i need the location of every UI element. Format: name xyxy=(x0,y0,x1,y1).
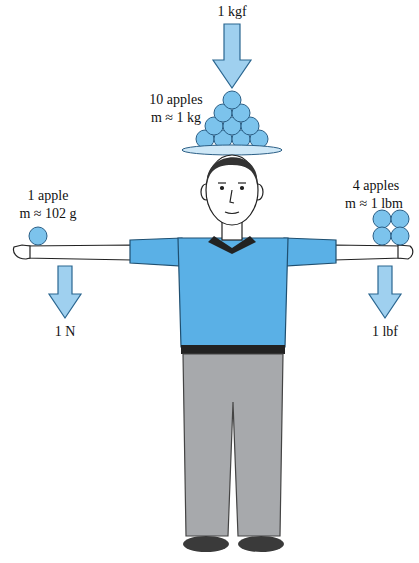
right-sleeve xyxy=(284,238,336,266)
left-arm xyxy=(24,245,132,260)
label: 1 lbf xyxy=(372,324,398,340)
shoe xyxy=(238,536,284,552)
plate xyxy=(182,145,282,155)
left-hand xyxy=(14,245,31,259)
pants xyxy=(183,354,283,536)
force-arrow xyxy=(369,266,401,318)
right-hand xyxy=(398,245,413,259)
hair xyxy=(207,157,257,185)
label: 1 kgf xyxy=(217,4,246,20)
apple-pyramid xyxy=(196,91,268,148)
hand-apples xyxy=(29,210,409,245)
label: 4 apples xyxy=(353,178,399,194)
label: m ≈ 1 lbm xyxy=(345,196,403,212)
label: 10 apples xyxy=(149,92,202,108)
head xyxy=(206,155,258,225)
face xyxy=(218,183,246,214)
label: 1 N xyxy=(55,324,76,340)
collar xyxy=(208,236,256,254)
left-sleeve xyxy=(130,238,182,266)
label: m ≈ 102 g xyxy=(19,206,76,222)
force-arrow xyxy=(213,24,251,88)
label: 1 apple xyxy=(28,188,69,204)
right-arm xyxy=(334,245,402,260)
shirt xyxy=(178,238,288,347)
force-arrow xyxy=(49,266,81,318)
belt xyxy=(181,345,285,354)
shoe xyxy=(183,536,229,552)
label: m ≈ 1 kg xyxy=(151,110,201,126)
